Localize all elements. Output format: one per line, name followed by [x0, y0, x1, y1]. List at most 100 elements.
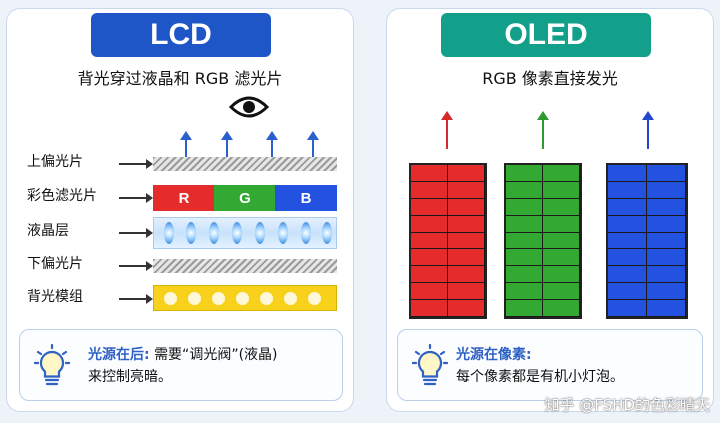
- oled-title: OLED: [441, 13, 651, 57]
- oled-subpixel: [647, 249, 686, 267]
- pointer-arrow: [119, 193, 153, 203]
- backlight-led: [188, 292, 201, 305]
- oled-subpixel: [411, 215, 448, 233]
- lcd-panel: LCD 背光穿过液晶和 RGB 滤光片 上偏光片 彩色滤光片 液晶层 下偏光片 …: [6, 8, 354, 412]
- oled-subpixel: [608, 300, 647, 317]
- oled-subpixel: [506, 232, 543, 250]
- oled-info-line: 每个像素都是有机小灯泡。: [456, 369, 624, 385]
- oled-subpixel: [608, 249, 647, 267]
- oled-subpixel: [543, 198, 580, 216]
- oled-subpixel: [543, 283, 580, 301]
- oled-subpixel: [448, 232, 485, 250]
- light-arrow: [266, 131, 278, 161]
- layer-label-top-polarizer: 上偏光片: [27, 154, 83, 170]
- oled-subpixel: [411, 198, 448, 216]
- crystal-molecule: [301, 222, 311, 244]
- oled-subpixel: [448, 165, 485, 182]
- oled-subpixel: [543, 215, 580, 233]
- oled-subpixel: [647, 300, 686, 317]
- oled-subpixel: [506, 215, 543, 233]
- pointer-arrow: [119, 159, 153, 169]
- oled-subpixel: [543, 300, 580, 317]
- lcd-title: LCD: [91, 13, 271, 57]
- backlight-led: [308, 292, 321, 305]
- light-arrow: [221, 131, 233, 161]
- oled-subpixel: [543, 249, 580, 267]
- oled-subpixel: [608, 198, 647, 216]
- red-light-arrow: [441, 111, 453, 149]
- pointer-arrow: [119, 294, 153, 304]
- lcd-subtitle: 背光穿过液晶和 RGB 滤光片: [77, 69, 283, 88]
- lcd-info-text: 光源在后: 需要“调光阀”(液晶) 来控制亮暗。: [88, 344, 278, 388]
- blue-filter: B: [275, 185, 337, 211]
- oled-subpixel: [506, 300, 543, 317]
- layer-label-backlight: 背光模组: [27, 289, 83, 305]
- green-filter: G: [214, 185, 276, 211]
- watermark: 知乎 @FSHD的色彩晴天: [544, 396, 710, 414]
- oled-subpixel: [647, 215, 686, 233]
- oled-subpixel: [448, 198, 485, 216]
- oled-subpixel: [506, 165, 543, 182]
- pointer-arrow: [119, 261, 153, 271]
- oled-subpixel: [647, 181, 686, 199]
- lcd-info-box: 光源在后: 需要“调光阀”(液晶) 来控制亮暗。: [19, 329, 343, 401]
- oled-subpixel: [608, 181, 647, 199]
- oled-subpixel: [506, 266, 543, 284]
- oled-subpixel: [506, 249, 543, 267]
- oled-subpixel: [543, 266, 580, 284]
- backlight-led: [164, 292, 177, 305]
- crystal-molecule: [164, 222, 174, 244]
- light-arrow: [307, 131, 319, 161]
- oled-subpixel: [608, 232, 647, 250]
- backlight-led: [260, 292, 273, 305]
- oled-subpixel: [448, 266, 485, 284]
- crystal-molecule: [255, 222, 265, 244]
- green-light-arrow: [537, 111, 549, 149]
- lightbulb-icon: [412, 344, 448, 386]
- oled-subpixel: [448, 215, 485, 233]
- oled-subpixel: [608, 283, 647, 301]
- crystal-molecule: [322, 222, 332, 244]
- oled-subpixel: [647, 165, 686, 182]
- crystal-molecule: [209, 222, 219, 244]
- liquid-crystal-layer: [153, 217, 337, 249]
- oled-subpixel: [411, 266, 448, 284]
- oled-subpixel: [608, 266, 647, 284]
- backlight-led: [284, 292, 297, 305]
- oled-subpixel: [647, 198, 686, 216]
- backlight-led: [212, 292, 225, 305]
- oled-subpixel: [543, 165, 580, 182]
- crystal-molecule: [278, 222, 288, 244]
- oled-subpixel: [411, 249, 448, 267]
- oled-subpixel: [411, 283, 448, 301]
- oled-subpixel: [448, 283, 485, 301]
- backlight-module-layer: [153, 285, 337, 311]
- red-pixel-array: [409, 163, 487, 319]
- oled-subpixel: [506, 181, 543, 199]
- light-arrow: [180, 131, 192, 161]
- oled-info-box: 光源在像素: 每个像素都是有机小灯泡。: [397, 329, 703, 401]
- oled-subpixel: [608, 215, 647, 233]
- bottom-polarizer-layer: [153, 259, 337, 273]
- oled-subpixel: [647, 283, 686, 301]
- oled-subpixel: [647, 232, 686, 250]
- oled-subpixel: [411, 181, 448, 199]
- layer-label-color-filter: 彩色滤光片: [27, 188, 97, 204]
- oled-subtitle: RGB 像素直接发光: [482, 69, 618, 88]
- oled-subpixel: [448, 181, 485, 199]
- oled-panel: OLED RGB 像素直接发光 光源在像素: 每个像素都是有机小灯泡。: [386, 8, 714, 412]
- oled-subpixel: [411, 165, 448, 182]
- green-pixel-array: [504, 163, 582, 319]
- lcd-info-line2: 来控制亮暗。: [88, 369, 172, 385]
- layer-label-liquid-crystal: 液晶层: [27, 223, 69, 239]
- color-filter-layer: R G B: [153, 185, 337, 211]
- lcd-info-line1: 需要“调光阀”(液晶): [154, 347, 278, 363]
- oled-subpixel: [448, 300, 485, 317]
- oled-subpixel: [506, 198, 543, 216]
- crystal-molecule: [232, 222, 242, 244]
- top-polarizer-layer: [153, 157, 337, 171]
- blue-light-arrow: [642, 111, 654, 149]
- oled-subpixel: [411, 232, 448, 250]
- oled-subpixel: [543, 232, 580, 250]
- oled-subpixel: [608, 165, 647, 182]
